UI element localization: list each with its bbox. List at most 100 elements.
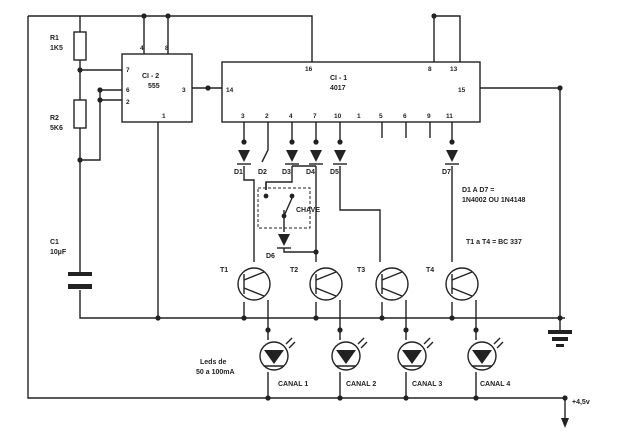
ci1-pin8: 8 bbox=[428, 66, 432, 73]
junction-dot bbox=[313, 249, 319, 255]
d6-label: D6 bbox=[266, 253, 275, 260]
junction-dot bbox=[265, 395, 271, 401]
junction-dot bbox=[562, 395, 568, 401]
r1-value: 1K5 bbox=[50, 45, 63, 52]
junction-dot bbox=[165, 13, 171, 19]
junction-dot bbox=[77, 67, 83, 73]
r2-label: R2 bbox=[50, 115, 59, 122]
ci1-pin-out: 3 bbox=[241, 113, 245, 120]
junction-dot bbox=[77, 157, 83, 163]
r2-value: 5K6 bbox=[50, 125, 63, 132]
d7-label: D7 bbox=[442, 169, 451, 176]
ci1-pin-out: 9 bbox=[427, 113, 431, 120]
junction-dot bbox=[141, 13, 147, 19]
ci2-pin4: 4 bbox=[140, 45, 144, 52]
transistor-t2 bbox=[309, 267, 343, 301]
junction-dot bbox=[313, 139, 319, 145]
ci2-pin8: 8 bbox=[165, 45, 169, 52]
junction-dot bbox=[473, 327, 479, 333]
chave-switch-box bbox=[257, 187, 311, 229]
ci1-pin-out: 1 bbox=[357, 113, 361, 120]
transistor-t3 bbox=[375, 267, 409, 301]
junction-dot bbox=[403, 327, 409, 333]
junction-dot bbox=[403, 395, 409, 401]
ci1-pin14: 14 bbox=[226, 87, 234, 94]
d2-label: D2 bbox=[258, 169, 267, 176]
t1-label: T1 bbox=[220, 267, 228, 274]
ci2-part: 555 bbox=[148, 83, 160, 90]
junction-dot bbox=[379, 315, 385, 321]
leds-note-line1: Leds de bbox=[200, 359, 227, 366]
ci1-pin-out: 10 bbox=[334, 113, 342, 120]
diode-d1 bbox=[237, 150, 251, 165]
leds bbox=[259, 337, 504, 371]
junction-dot bbox=[241, 139, 247, 145]
junction-dot bbox=[241, 315, 247, 321]
ci1-output-pins: 3 2 4 7 10 1 5 6 9 11 bbox=[241, 113, 453, 120]
led-canal-2 bbox=[331, 337, 368, 371]
junction-dot bbox=[265, 327, 271, 333]
ci1-pin16: 16 bbox=[305, 66, 313, 73]
ci1-pin-out: 5 bbox=[379, 113, 383, 120]
supply-label: +4,5v bbox=[572, 399, 590, 406]
supply-arrow-icon bbox=[561, 418, 569, 428]
transistors-note: T1 a T4 = BC 337 bbox=[466, 239, 522, 246]
transistors bbox=[237, 267, 479, 301]
t4-label: T4 bbox=[426, 267, 434, 274]
junction-dot bbox=[557, 315, 563, 321]
c1-label: C1 bbox=[50, 239, 59, 246]
canal-2-label: CANAL 2 bbox=[346, 381, 376, 388]
ci1-pin-out: 11 bbox=[446, 113, 453, 120]
ci1-pin-out: 7 bbox=[313, 113, 317, 120]
ci2-pin3: 3 bbox=[182, 87, 186, 94]
junction-dot bbox=[313, 315, 319, 321]
diode-d6 bbox=[277, 234, 291, 249]
junction-dot bbox=[97, 87, 103, 93]
junction-dot bbox=[155, 315, 161, 321]
ci1-pin13: 13 bbox=[450, 66, 458, 73]
ci2-ref: CI - 2 bbox=[142, 73, 159, 80]
junction-dot bbox=[337, 395, 343, 401]
junction-dot bbox=[449, 315, 455, 321]
ci1-part: 4017 bbox=[330, 85, 346, 92]
canal-4-label: CANAL 4 bbox=[480, 381, 510, 388]
t3-label: T3 bbox=[357, 267, 365, 274]
junction-dot bbox=[449, 139, 455, 145]
junction-dot bbox=[97, 97, 103, 103]
diode-d4 bbox=[309, 150, 323, 165]
junction-dot bbox=[289, 139, 295, 145]
r2-resistor bbox=[73, 99, 87, 129]
switch-contact bbox=[289, 193, 295, 199]
d3-label: D3 bbox=[282, 169, 291, 176]
transistor-t4 bbox=[445, 267, 479, 301]
ci2-555-chip bbox=[121, 53, 193, 123]
d4-label: D4 bbox=[306, 169, 315, 176]
junction-dot bbox=[337, 139, 343, 145]
d1-label: D1 bbox=[234, 169, 243, 176]
ci2-pin2: 2 bbox=[126, 99, 130, 106]
led-canal-1 bbox=[259, 337, 296, 371]
led-canal-3 bbox=[397, 337, 434, 371]
diode-array bbox=[237, 150, 459, 249]
diode-d3 bbox=[285, 150, 299, 165]
ci1-pin-out: 6 bbox=[403, 113, 407, 120]
ci1-pin-out: 2 bbox=[265, 113, 269, 120]
c1-value: 10µF bbox=[50, 249, 67, 256]
ci1-4017-chip bbox=[221, 61, 481, 123]
chave-label: CHAVE bbox=[296, 207, 320, 214]
junction-dot bbox=[205, 85, 211, 91]
ci2-pin6: 6 bbox=[126, 87, 130, 94]
ci1-pin15: 15 bbox=[458, 87, 466, 94]
junction-dot bbox=[473, 395, 479, 401]
diodes-note-line1: D1 A D7 = bbox=[462, 187, 494, 194]
transistor-t1 bbox=[237, 267, 271, 301]
junction-dots bbox=[77, 13, 568, 401]
ci2-pin7: 7 bbox=[126, 67, 130, 74]
r1-resistor bbox=[73, 31, 87, 61]
canal-1-label: CANAL 1 bbox=[278, 381, 308, 388]
junction-dot bbox=[337, 327, 343, 333]
c1-capacitor-plate-bottom bbox=[68, 284, 92, 289]
diodes-note-line2: 1N4002 OU 1N4148 bbox=[462, 197, 526, 204]
ci1-pin-out: 4 bbox=[289, 113, 293, 120]
